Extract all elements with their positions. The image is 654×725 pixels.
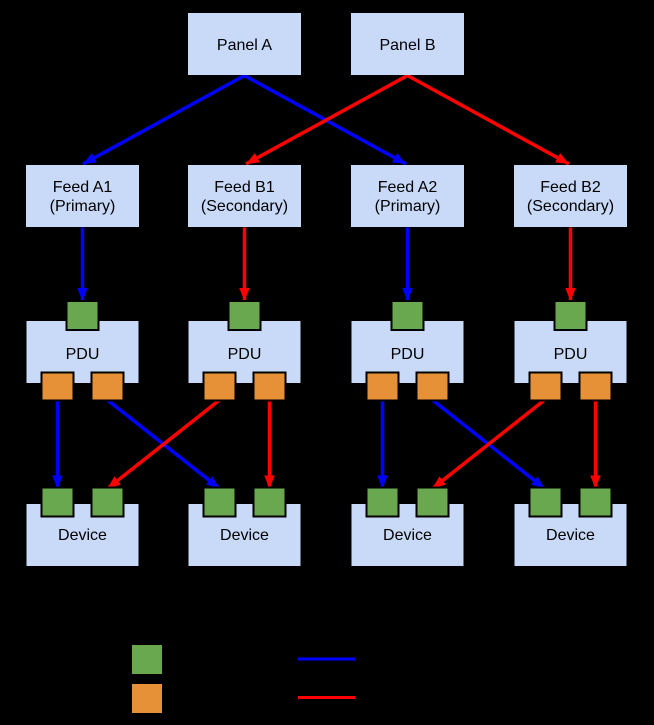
svg-text:(Secondary): (Secondary) (527, 198, 614, 215)
svg-text:(Primary): (Primary) (375, 198, 441, 215)
svg-text:(Primary): (Primary) (50, 198, 116, 215)
svg-text:(Secondary): (Secondary) (201, 198, 288, 215)
svg-text:Feed B2: Feed B2 (540, 179, 601, 196)
svg-text:Feed A2: Feed A2 (378, 179, 438, 196)
svg-text:PDU: PDU (554, 346, 588, 363)
svg-text:Panel B: Panel B (379, 37, 435, 54)
svg-text:Device: Device (383, 527, 432, 544)
svg-text:Feed A1: Feed A1 (53, 179, 113, 196)
svg-text:PDU: PDU (66, 346, 100, 363)
svg-text:Device: Device (220, 527, 269, 544)
svg-text:Feed B1: Feed B1 (214, 179, 275, 196)
svg-text:PDU: PDU (228, 346, 262, 363)
svg-text:Device: Device (546, 527, 595, 544)
svg-text:PDU: PDU (391, 346, 425, 363)
svg-text:Device: Device (58, 527, 107, 544)
svg-text:Panel A: Panel A (217, 37, 272, 54)
